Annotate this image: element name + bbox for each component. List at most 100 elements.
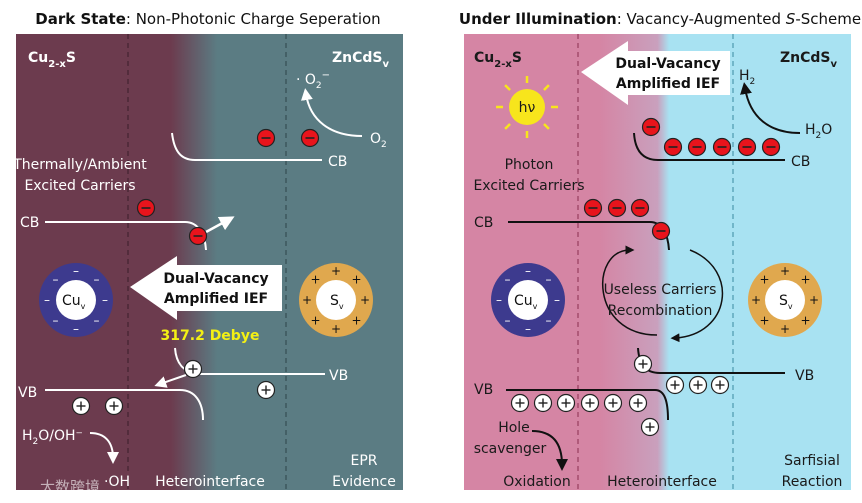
negative-charge-icon: – <box>554 293 560 307</box>
material-zncds-label: ZnCdSv <box>332 50 390 70</box>
scavenger-label: scavenger <box>474 441 547 457</box>
positive-charge-icon: + <box>331 264 341 278</box>
hole-transfer-arrow <box>154 374 187 388</box>
vb-label: VB <box>18 385 37 401</box>
ief-label: Amplified IEF <box>164 291 268 307</box>
heterointerface-label: Heterointerface <box>607 474 717 490</box>
hole-icon <box>533 393 553 413</box>
negative-charge-icon: – <box>44 293 50 307</box>
heterointerface-label: Heterointerface <box>155 474 265 490</box>
negative-charge-icon: – <box>94 314 100 328</box>
electron-transfer-arrow <box>205 216 235 234</box>
hole-icon <box>104 396 124 416</box>
electron-icon <box>712 137 732 157</box>
cu-vacancy-label: Cuv <box>514 293 538 311</box>
negative-charge-icon: – <box>525 264 531 278</box>
positive-charge-icon: + <box>800 314 810 328</box>
carriers-label: Excited Carriers <box>24 178 135 194</box>
dark-state-panel: Dark State: Non-Photonic Charge Seperati… <box>12 10 403 490</box>
positive-charge-icon: + <box>302 293 312 307</box>
hole-icon <box>710 375 730 395</box>
material-cu2s-label: Cu2-xS <box>474 50 522 70</box>
oxidation-label: Oxidation <box>503 474 570 490</box>
photon-label: hν <box>519 100 536 116</box>
electron-icon <box>663 137 683 157</box>
negative-charge-icon: – <box>52 314 58 328</box>
s-vacancy: ++++++++ <box>299 263 373 337</box>
positive-charge-icon: + <box>310 272 320 286</box>
positive-charge-icon: + <box>351 272 361 286</box>
hole-icon <box>556 393 576 413</box>
s-vacancy: ++++++++ <box>748 263 822 337</box>
cb-label: CB <box>328 154 347 170</box>
positive-charge-icon: + <box>360 293 370 307</box>
water-label: H2O <box>805 122 832 141</box>
vb-label: VB <box>795 368 814 384</box>
reduction-arrow <box>740 82 801 134</box>
electron-icon <box>761 137 781 157</box>
recombination-arrow <box>670 249 724 343</box>
negative-charge-icon: – <box>94 272 100 286</box>
ief-label: Dual-Vacancy <box>615 56 720 72</box>
hole-icon <box>665 375 685 395</box>
scavenger-label: Hole <box>498 420 530 436</box>
epr-label: EPR <box>350 453 377 469</box>
surface-reaction-label: Reaction <box>782 474 843 490</box>
positive-charge-icon: + <box>351 314 361 328</box>
dipole-moment-value: 317.2 Debye <box>161 328 260 344</box>
zncds-cb-band <box>633 132 785 161</box>
negative-charge-icon: – <box>73 264 79 278</box>
hole-icon <box>628 393 648 413</box>
illumination-panel: Under Illumination: Vacancy-Augmented S-… <box>459 10 861 490</box>
dark-panel-background <box>16 34 403 490</box>
vb-label: VB <box>474 382 493 398</box>
positive-charge-icon: + <box>809 293 819 307</box>
hole-icon <box>688 375 708 395</box>
dark-state-title: Dark State: Non-Photonic Charge Seperati… <box>35 10 380 28</box>
illumination-title: Under Illumination: Vacancy-Augmented S-… <box>459 10 861 28</box>
cu2s-vb-band <box>45 389 204 421</box>
negative-charge-icon: – <box>102 293 108 307</box>
epr-label: Evidence <box>332 474 396 490</box>
positive-charge-icon: + <box>759 272 769 286</box>
negative-charge-icon: – <box>496 293 502 307</box>
hole-icon <box>71 396 91 416</box>
electron-icon <box>188 226 208 246</box>
hole-icon <box>510 393 530 413</box>
negative-charge-icon: – <box>546 314 552 328</box>
oxidation-arrow <box>89 432 119 464</box>
surface-reaction-label: Sarfisial <box>784 453 840 469</box>
hole-icon <box>183 359 203 379</box>
electron-icon <box>737 137 757 157</box>
cb-label: CB <box>791 154 810 170</box>
electron-icon <box>583 198 603 218</box>
negative-charge-icon: – <box>525 322 531 336</box>
negative-charge-icon: – <box>504 272 510 286</box>
carriers-label: Photon <box>505 157 554 173</box>
s-vacancy-label: Sv <box>330 293 344 311</box>
hole-icon <box>640 417 660 437</box>
hydrogen-label: H2 <box>739 68 755 87</box>
recombination-label: Recombination <box>608 303 713 319</box>
material-cu2s-label: Cu2-xS <box>28 50 76 70</box>
material-zncds-label: ZnCdSv <box>780 50 838 70</box>
cu-vacancy-label: Cuv <box>62 293 86 311</box>
electron-icon <box>641 117 661 137</box>
negative-charge-icon: – <box>546 272 552 286</box>
cu-vacancy: –––––––– <box>491 263 565 337</box>
ief-arrow <box>581 41 730 105</box>
positive-charge-icon: + <box>800 272 810 286</box>
electron-icon <box>687 137 707 157</box>
positive-charge-icon: + <box>751 293 761 307</box>
carriers-label: Thermally/Ambient <box>12 157 147 173</box>
electron-icon <box>607 198 627 218</box>
watermark-logo: 大数跨境 <box>40 478 100 496</box>
reactant-label: H2O/OH⁻ <box>22 428 83 447</box>
vb-label: VB <box>329 368 348 384</box>
cb-label: CB <box>20 215 39 231</box>
ief-arrow <box>130 256 282 320</box>
positive-charge-icon: + <box>780 322 790 336</box>
negative-charge-icon: – <box>73 322 79 336</box>
hole-icon <box>633 354 653 374</box>
recombination-label: Useless Carriers <box>604 282 717 298</box>
